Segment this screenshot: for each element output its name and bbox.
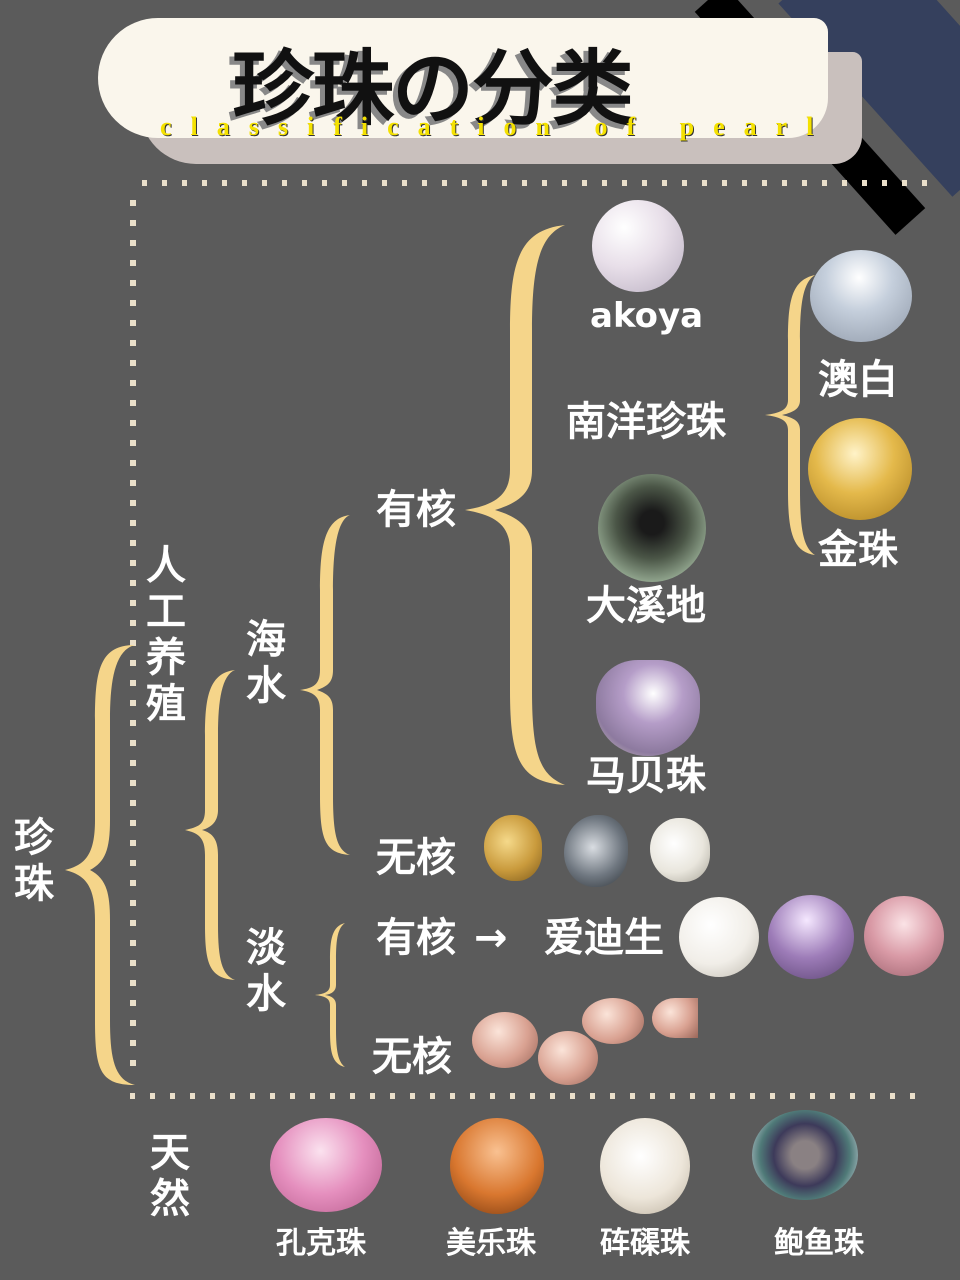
abalone-pearl-label: 鲍鱼珠 bbox=[774, 1226, 864, 1261]
mabe-pearl-image bbox=[596, 660, 700, 756]
abalone-pearl-image bbox=[752, 1110, 858, 1200]
edison-white-pearl-image bbox=[679, 897, 759, 977]
australian-white-label: 澳白 bbox=[818, 357, 898, 403]
edison-label: 爱迪生 bbox=[544, 915, 664, 961]
mabe-label: 马贝珠 bbox=[586, 753, 706, 799]
fresh-non-nucleated-label: 无核 bbox=[372, 1034, 452, 1080]
freshwater-pearl-4-image bbox=[652, 998, 698, 1038]
sea-keshi-gold-image bbox=[484, 815, 542, 881]
clam-pearl-label: 砗磲珠 bbox=[600, 1226, 690, 1261]
akoya-label: akoya bbox=[590, 296, 704, 336]
golden-pearl-label: 金珠 bbox=[818, 527, 898, 573]
clam-pearl-image bbox=[600, 1118, 690, 1214]
freshwater-pearl-1-image bbox=[472, 1012, 538, 1068]
fresh-nucleated-label: 有核 bbox=[376, 915, 456, 961]
brace-south-sea-icon bbox=[765, 275, 815, 555]
cultured-label: 人工养殖 bbox=[146, 543, 186, 727]
brace-seawater-icon bbox=[300, 515, 350, 855]
melo-pearl-label: 美乐珠 bbox=[446, 1226, 536, 1261]
freshwater-pearl-3-image bbox=[582, 998, 644, 1044]
australian-white-pearl-image bbox=[810, 250, 912, 342]
melo-pearl-image bbox=[450, 1118, 544, 1214]
root-label: 珍珠 bbox=[14, 815, 54, 907]
tahitian-label: 大溪地 bbox=[586, 583, 706, 629]
dotted-divider-top bbox=[142, 180, 932, 186]
natural-label: 天然 bbox=[150, 1130, 190, 1222]
brace-cultured-icon bbox=[185, 670, 235, 980]
page-subtitle: classification of pearl bbox=[160, 112, 833, 141]
freshwater-pearl-2-image bbox=[538, 1031, 598, 1085]
arrow-right-icon: → bbox=[474, 915, 508, 961]
dotted-divider-bottom bbox=[130, 1093, 930, 1099]
dotted-divider-left bbox=[130, 200, 136, 1080]
seawater-label: 海水 bbox=[246, 617, 286, 709]
south-sea-label: 南洋珍珠 bbox=[566, 399, 726, 445]
title-banner bbox=[98, 18, 828, 138]
brace-root-icon bbox=[65, 645, 135, 1085]
page-title: 珍珠の分类 bbox=[232, 41, 634, 137]
freshwater-label: 淡水 bbox=[246, 925, 286, 1017]
brace-sea-nucleated-icon bbox=[465, 225, 565, 785]
conch-pearl-label: 孔克珠 bbox=[276, 1226, 366, 1261]
golden-pearl-image bbox=[808, 418, 912, 520]
conch-pearl-image bbox=[270, 1118, 382, 1212]
brace-freshwater-icon bbox=[315, 923, 345, 1067]
tahitian-pearl-image bbox=[598, 474, 706, 582]
sea-keshi-white-image bbox=[650, 818, 710, 882]
edison-purple-pearl-image bbox=[768, 895, 854, 979]
sea-nucleated-label: 有核 bbox=[376, 487, 456, 533]
akoya-pearl-image bbox=[592, 200, 684, 292]
sea-non-nucleated-label: 无核 bbox=[376, 835, 456, 881]
edison-pink-pearl-image bbox=[864, 896, 944, 976]
sea-keshi-gray-image bbox=[564, 815, 628, 887]
